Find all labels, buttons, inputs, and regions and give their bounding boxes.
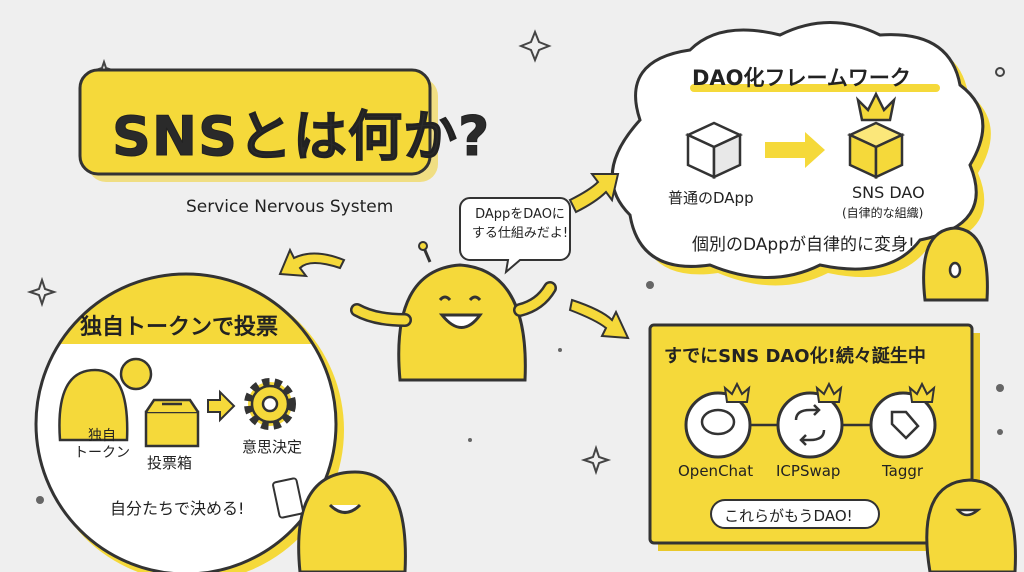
crown-icons [723, 381, 936, 403]
framework-title: DAO化フレームワーク [692, 66, 911, 90]
gear-icon [244, 378, 296, 430]
bubble-line-2: する仕組みだよ! [471, 226, 569, 241]
title-box [78, 68, 432, 176]
gold-cube-crown-icon [847, 91, 905, 179]
examples-speech-bubble [710, 499, 880, 529]
plain-dapp-label: 普通のDApp [668, 189, 754, 207]
example-openchat-label: OpenChat [678, 462, 754, 480]
token-label-line-2: トークン [74, 445, 130, 461]
icpswap-logo [776, 391, 844, 459]
page-title: SNSとは何か? [111, 105, 491, 169]
mascot-character [350, 241, 557, 382]
cheering-character [272, 470, 407, 572]
examples-bubble-text: これらがもうDAO! [724, 507, 853, 525]
bubble-line-1: DAppをDAOに [475, 207, 565, 222]
framework-caption: 個別のDAppが自律的に変身! [692, 235, 915, 255]
ballot-box-label: 投票箱 [147, 454, 193, 472]
example-taggr-label: Taggr [882, 462, 924, 480]
decision-label: 意思決定 [242, 438, 303, 456]
mascot-speech-text: DAppをDAOに する仕組みだよ! [462, 205, 578, 243]
surprised-character [922, 226, 989, 302]
flow-arrows [278, 173, 630, 340]
transform-arrow-icon [765, 132, 825, 168]
openchat-logo [684, 391, 752, 459]
examples-title: すでにSNS DAO化!続々誕生中 [664, 346, 926, 367]
token-label: 独自 トークン [74, 428, 130, 462]
example-icpswap-label: ICPSwap [776, 462, 841, 480]
token-label-line-1: 独自 [88, 428, 116, 444]
taggr-logo [869, 391, 937, 459]
ballot-box-icon [144, 398, 200, 448]
voting-title: 独自トークンで投票 [80, 315, 279, 340]
chat-bubble-icon [700, 408, 736, 436]
voting-caption: 自分たちで決める! [110, 499, 245, 518]
sns-dao-sublabel: (自律的な組織) [842, 206, 924, 220]
tag-icon [890, 410, 920, 440]
arrow-icon [207, 389, 236, 423]
sns-dao-label: SNS DAO [852, 183, 925, 202]
swap-arrows-icon [794, 404, 826, 446]
token-holder-icon [58, 357, 153, 442]
page-subtitle: Service Nervous System [186, 197, 394, 217]
plain-cube-icon [685, 121, 743, 179]
mascot-speech-bubble [459, 197, 571, 275]
pointing-character [925, 478, 1017, 572]
